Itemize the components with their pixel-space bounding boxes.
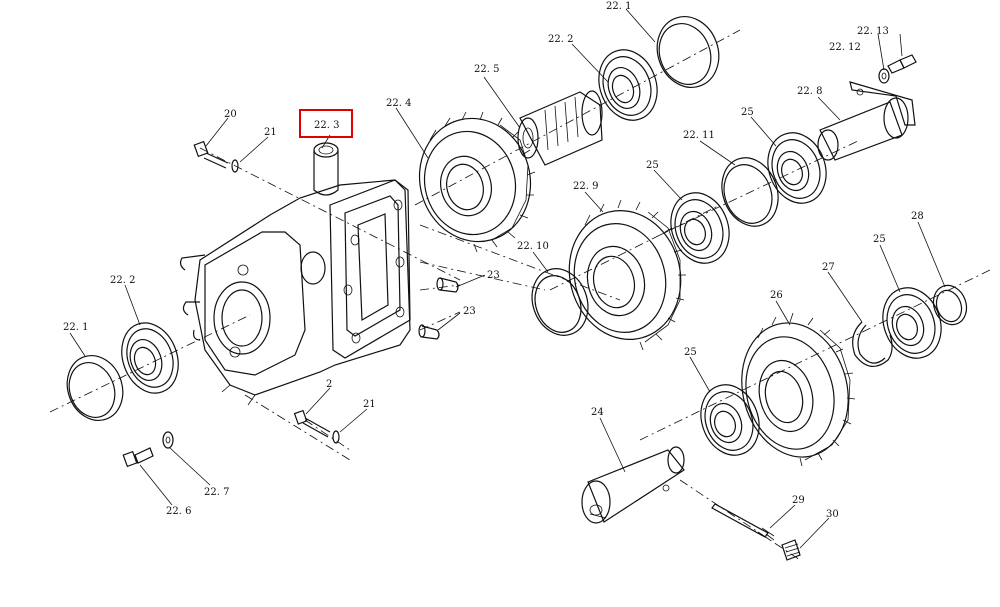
washer-21-top[interactable] bbox=[231, 159, 239, 173]
callout-labels: 22. 1 22. 13 22. 12 22. 2 22. 5 22. 8 22… bbox=[63, 1, 924, 520]
bolt-20[interactable] bbox=[193, 140, 229, 169]
label-22-8: 22. 8 bbox=[797, 86, 822, 97]
ring-28[interactable] bbox=[928, 281, 972, 330]
label-22-5: 22. 5 bbox=[474, 64, 499, 75]
bolt-22-6[interactable] bbox=[122, 447, 154, 468]
gear-22-9[interactable] bbox=[555, 198, 695, 352]
label-28: 28 bbox=[911, 211, 924, 222]
ring-22-1-left[interactable] bbox=[58, 348, 131, 428]
bearing-25-upper[interactable] bbox=[758, 125, 835, 212]
label-22-2-top: 22. 2 bbox=[548, 34, 573, 45]
label-22-10: 22. 10 bbox=[517, 241, 549, 252]
label-22-3: 22. 3 bbox=[314, 120, 339, 131]
washer-21-bottom[interactable] bbox=[332, 430, 340, 444]
shaft-22-5[interactable] bbox=[517, 90, 603, 166]
washer-22-7[interactable] bbox=[162, 431, 174, 449]
label-22-6: 22. 6 bbox=[166, 506, 191, 517]
pin-23-upper[interactable] bbox=[436, 277, 459, 293]
label-25-d: 25 bbox=[684, 347, 697, 358]
highlight-box-22-3 bbox=[299, 109, 353, 138]
label-22-1-top: 22. 1 bbox=[606, 1, 631, 12]
label-29: 29 bbox=[792, 495, 805, 506]
ring-22-1-top[interactable] bbox=[647, 8, 728, 96]
label-23-upper: 23 bbox=[487, 270, 500, 281]
label-23-lower: 23 bbox=[463, 306, 476, 317]
gear-26[interactable] bbox=[727, 311, 863, 469]
bolt-2[interactable] bbox=[293, 409, 331, 438]
pin-23-lower[interactable] bbox=[418, 324, 440, 340]
ring-22-11[interactable] bbox=[713, 150, 788, 234]
label-21-bottom: 21 bbox=[363, 399, 376, 410]
label-22-13: 22. 13 bbox=[857, 26, 889, 37]
bearing-25-mid[interactable] bbox=[661, 185, 738, 272]
bearing-22-2-top[interactable] bbox=[589, 42, 666, 129]
housing-22-3[interactable] bbox=[179, 142, 411, 406]
bearing-25-lower[interactable] bbox=[691, 377, 768, 464]
bearing-22-2-left[interactable] bbox=[112, 315, 187, 401]
label-25-b: 25 bbox=[646, 160, 659, 171]
label-20: 20 bbox=[224, 109, 237, 120]
screw-30[interactable] bbox=[781, 539, 801, 561]
label-24: 24 bbox=[591, 407, 604, 418]
label-22-2-left: 22. 2 bbox=[110, 275, 135, 286]
shaft-24[interactable] bbox=[581, 446, 685, 524]
label-27: 27 bbox=[822, 262, 835, 273]
label-22-12: 22. 12 bbox=[829, 42, 861, 53]
gear-22-4[interactable] bbox=[406, 106, 544, 254]
label-22-1-left: 22. 1 bbox=[63, 322, 88, 333]
washer-22-12[interactable] bbox=[878, 68, 890, 84]
ring-22-10[interactable] bbox=[523, 261, 597, 343]
label-22-11: 22. 11 bbox=[683, 130, 715, 141]
leader-lines bbox=[69, 8, 946, 549]
label-30: 30 bbox=[826, 509, 839, 520]
bearing-25-right[interactable] bbox=[873, 280, 950, 367]
screw-22-13[interactable] bbox=[887, 54, 917, 74]
label-25-a: 25 bbox=[741, 107, 754, 118]
label-22-4: 22. 4 bbox=[386, 98, 411, 109]
label-21-top: 21 bbox=[264, 127, 277, 138]
snap-ring-27[interactable] bbox=[852, 321, 893, 367]
label-22-7: 22. 7 bbox=[204, 487, 229, 498]
center-lines bbox=[49, 29, 991, 561]
shaft-22-8[interactable] bbox=[817, 81, 916, 161]
label-26: 26 bbox=[770, 290, 783, 301]
label-25-c: 25 bbox=[873, 234, 886, 245]
label-22-9: 22. 9 bbox=[573, 181, 598, 192]
pin-29[interactable] bbox=[711, 503, 775, 541]
label-2: 2 bbox=[326, 379, 332, 390]
